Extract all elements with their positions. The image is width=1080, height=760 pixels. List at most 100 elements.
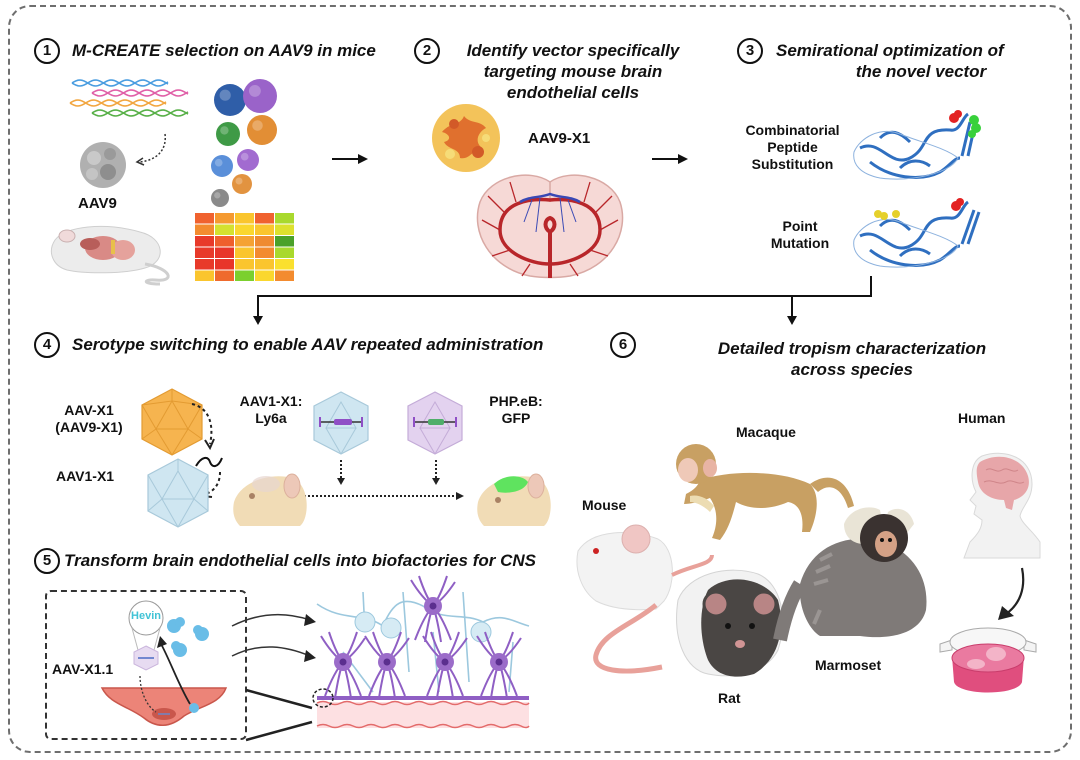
capsid-variant-highlight xyxy=(219,89,231,101)
enrichment-heatmap xyxy=(195,213,294,281)
heatmap-cell xyxy=(255,259,274,270)
aav-x1-icosahedron-icon xyxy=(141,388,203,456)
heatmap-cell xyxy=(215,213,234,224)
step-2-title-line-3: endothelial cells xyxy=(506,83,640,102)
secretion-arrows xyxy=(231,613,316,742)
aav-x1-label-line-1: AAV-X1 xyxy=(64,402,114,418)
step-1-title: M-CREATE selection on AAV9 in mice xyxy=(72,41,376,60)
capsid-variant xyxy=(237,149,259,171)
capsid-variant-highlight xyxy=(248,84,261,97)
dna-strand xyxy=(91,89,189,97)
heatmap-cell xyxy=(235,259,254,270)
heatmap-cell xyxy=(215,236,234,247)
dna-strand xyxy=(91,109,189,117)
mouse-brain-vasculature-icon xyxy=(476,174,624,279)
php-eb-gfp-label: PHP.eB: GFP xyxy=(486,393,546,427)
heatmap-cell xyxy=(235,213,254,224)
aav1-x1-ly6a-label: AAV1-X1: Ly6a xyxy=(236,393,306,427)
strategy-1-line-3: Substitution xyxy=(751,156,834,172)
dna-library-icon xyxy=(69,79,189,117)
capsid-variant xyxy=(211,189,229,207)
capsid-variant-highlight xyxy=(252,120,263,131)
step-5-title: Transform brain endothelial cells into b… xyxy=(64,551,536,570)
capsid-variant-highlight xyxy=(240,152,249,161)
mouse-head-before-icon xyxy=(233,473,307,526)
arrow-step2-to-step3 xyxy=(652,154,688,164)
astrocyte xyxy=(364,631,410,699)
mouse-head-gfp-icon xyxy=(477,473,551,526)
heatmap-cell xyxy=(195,270,214,281)
rat-illustration xyxy=(676,569,784,677)
organotypic-culture-dish-icon xyxy=(939,627,1037,693)
aav1-x1-label: AAV1-X1 xyxy=(56,468,115,484)
step-2-badge: 2 xyxy=(414,38,440,64)
arrow-step1-to-step2 xyxy=(332,154,368,164)
capsid-variant xyxy=(243,79,277,113)
heatmap-cell xyxy=(235,247,254,258)
astrocyte xyxy=(422,631,468,699)
dna-strand xyxy=(69,99,167,107)
step-6-badge: 6 xyxy=(610,332,636,358)
aav-x1-label-line-2: (AAV9-X1) xyxy=(55,419,123,435)
aav1-ly6a-line-2: Ly6a xyxy=(255,410,287,426)
heatmap-cell xyxy=(215,259,234,270)
species-label-marmoset: Marmoset xyxy=(815,657,882,673)
secreted-hevin-icon xyxy=(157,617,209,713)
php-gfp-line-1: PHP.eB: xyxy=(489,393,543,409)
heatmap-cell xyxy=(275,259,294,270)
php-eb-gfp-capsid-icon xyxy=(407,391,463,455)
aav-x1-label: AAV-X1 (AAV9-X1) xyxy=(44,402,134,436)
step-3-title-line-1: Semirational optimization of xyxy=(776,41,1004,60)
endothelial-cell-inset xyxy=(45,590,247,740)
aav1-x1-icosahedron-icon xyxy=(147,458,209,528)
aav-x1-1-label: AAV-X1.1 xyxy=(52,661,114,677)
heatmap-cell xyxy=(255,247,274,258)
heatmap-cell xyxy=(195,236,214,247)
step-3-title: Semirational optimization of the novel v… xyxy=(776,40,1036,82)
mouse-illustration xyxy=(576,524,714,674)
heatmap-cell xyxy=(215,247,234,258)
heatmap-cell xyxy=(275,224,294,235)
macaque-illustration xyxy=(676,444,854,540)
step-2-title: Identify vector specifically targeting m… xyxy=(448,40,698,103)
aav9-capsid-icon xyxy=(80,142,126,188)
astrocyte xyxy=(410,575,456,643)
capsid-variant xyxy=(214,84,246,116)
capsid-variant-highlight xyxy=(214,158,223,167)
strategy-1-line-2: Peptide xyxy=(767,139,818,155)
neurons-vessel-icon xyxy=(312,575,530,729)
step-5-badge: 5 xyxy=(34,548,60,574)
step-4-badge: 4 xyxy=(34,332,60,358)
protein-structure-mutation-icon xyxy=(853,198,981,268)
aav9-x1-capsid-icon xyxy=(432,104,500,172)
protein-structure-peptide-icon xyxy=(853,110,981,180)
heatmap-cell xyxy=(215,224,234,235)
dna-strand xyxy=(71,79,169,87)
heatmap-cell xyxy=(255,224,274,235)
heatmap-cell xyxy=(255,236,274,247)
species-label-macaque: Macaque xyxy=(736,424,796,440)
strategy-combinatorial-peptide-substitution: Combinatorial Peptide Substitution xyxy=(735,122,850,173)
astrocyte xyxy=(320,631,366,699)
aav9-x1-label: AAV9-X1 xyxy=(528,130,591,147)
dashed-arrow-icon xyxy=(135,133,166,166)
capsid-variant-highlight xyxy=(235,177,243,185)
heatmap-cell xyxy=(275,213,294,224)
aav9-label: AAV9 xyxy=(78,195,117,212)
php-gfp-line-2: GFP xyxy=(501,410,531,426)
step-6-title-line-2: across species xyxy=(791,360,913,379)
strategy-2-line-2: Mutation xyxy=(770,235,830,251)
strategy-point-mutation: Point Mutation xyxy=(760,218,840,252)
strategy-1-line-1: Combinatorial xyxy=(745,122,840,138)
heatmap-cell xyxy=(195,224,214,235)
capsid-variant xyxy=(211,155,233,177)
aav1-ly6a-capsid-icon xyxy=(313,391,369,455)
human-to-culture-arrow xyxy=(998,567,1025,620)
species-label-human: Human xyxy=(958,410,1006,426)
heatmap-cell xyxy=(255,270,274,281)
capsid-variant-highlight xyxy=(220,126,229,135)
strategy-2-line-1: Point xyxy=(782,218,818,234)
heatmap-cell xyxy=(275,270,294,281)
heatmap-cell xyxy=(235,236,254,247)
heatmap-cell xyxy=(195,247,214,258)
